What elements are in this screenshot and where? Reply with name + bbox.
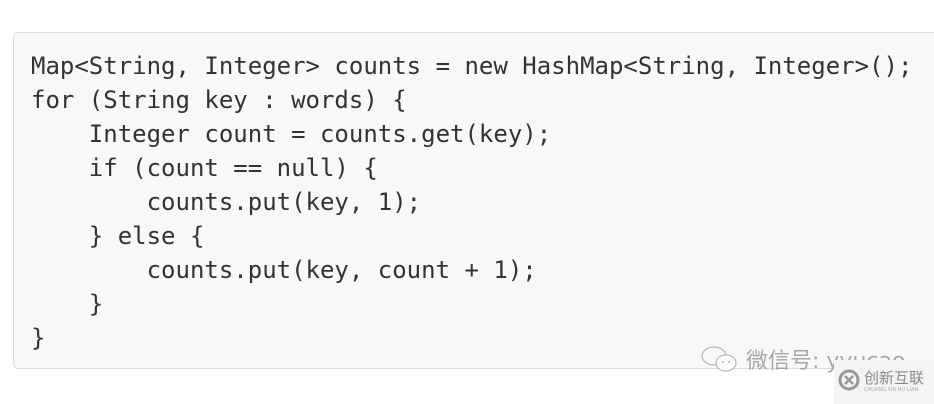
code-content: Map<String, Integer> counts = new HashMa… [31,49,912,355]
code-line: Map<String, Integer> counts = new HashMa… [31,52,913,80]
code-line: } [31,324,46,352]
code-block: Map<String, Integer> counts = new HashMa… [13,32,934,369]
code-line: counts.put(key, count + 1); [31,256,537,284]
site-logo: 创新互联 CHUANG XIN HU LIAN [834,360,934,404]
code-line: } else { [31,222,205,250]
chuangxin-logo-icon [838,369,860,396]
logo-sub-text: CHUANG XIN HU LIAN [864,387,919,393]
logo-main-text: 创新互联 [864,369,925,387]
code-line: for (String key : words) { [31,86,407,114]
code-line: Integer count = counts.get(key); [31,120,552,148]
code-line: if (count == null) { [31,154,378,182]
code-line: counts.put(key, 1); [31,188,422,216]
code-line: } [31,290,104,318]
wechat-icon [700,344,740,374]
